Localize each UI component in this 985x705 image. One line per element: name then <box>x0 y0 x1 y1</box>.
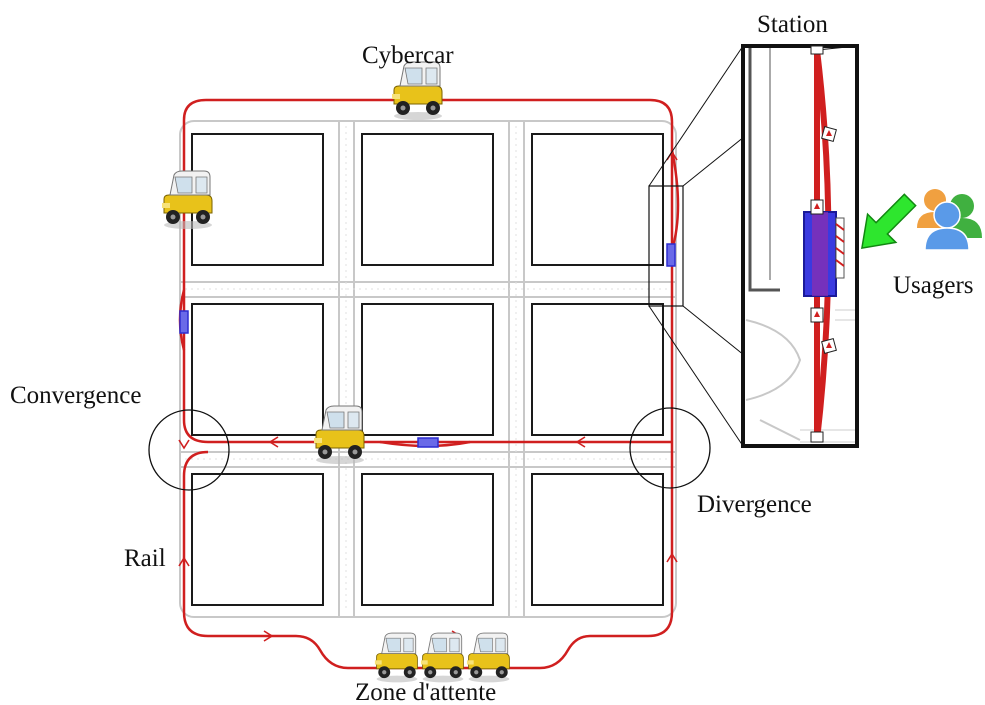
block-8 <box>361 473 494 606</box>
block-6 <box>531 303 664 436</box>
zoom-box <box>648 185 684 307</box>
convergence-circle <box>148 409 230 491</box>
rail-outer-loop <box>182 98 674 670</box>
cybercar-icon <box>391 61 443 121</box>
block-2 <box>361 133 494 266</box>
station-markers <box>179 243 676 448</box>
rail-upper-loop <box>182 98 672 444</box>
label-usagers: Usagers <box>893 272 974 299</box>
cybercar-icon <box>466 632 510 683</box>
cybercar-icon <box>420 632 464 683</box>
label-convergence: Convergence <box>10 382 141 409</box>
block-9 <box>531 473 664 606</box>
cybercar-icon <box>374 632 418 683</box>
label-rail: Rail <box>124 545 166 572</box>
rail-station-bulge-right <box>670 149 680 251</box>
station-marker-bottom <box>417 437 439 448</box>
label-cybercar: Cybercar <box>362 42 454 69</box>
block-7 <box>191 473 324 606</box>
road-grid <box>179 120 677 618</box>
divergence-circle <box>629 407 711 489</box>
block-4 <box>191 303 324 436</box>
block-5 <box>361 303 494 436</box>
label-station: Station <box>757 11 828 38</box>
users-icon <box>917 189 982 251</box>
label-zone-attente: Zone d'attente <box>355 679 496 705</box>
building-blocks <box>191 133 664 606</box>
arrow-icon <box>861 193 917 249</box>
station-marker-left <box>179 310 189 334</box>
cybercar-icon <box>161 170 213 230</box>
station-marker-right <box>666 243 676 267</box>
station-inset <box>741 44 859 448</box>
block-3 <box>531 133 664 266</box>
label-divergence: Divergence <box>697 491 812 518</box>
